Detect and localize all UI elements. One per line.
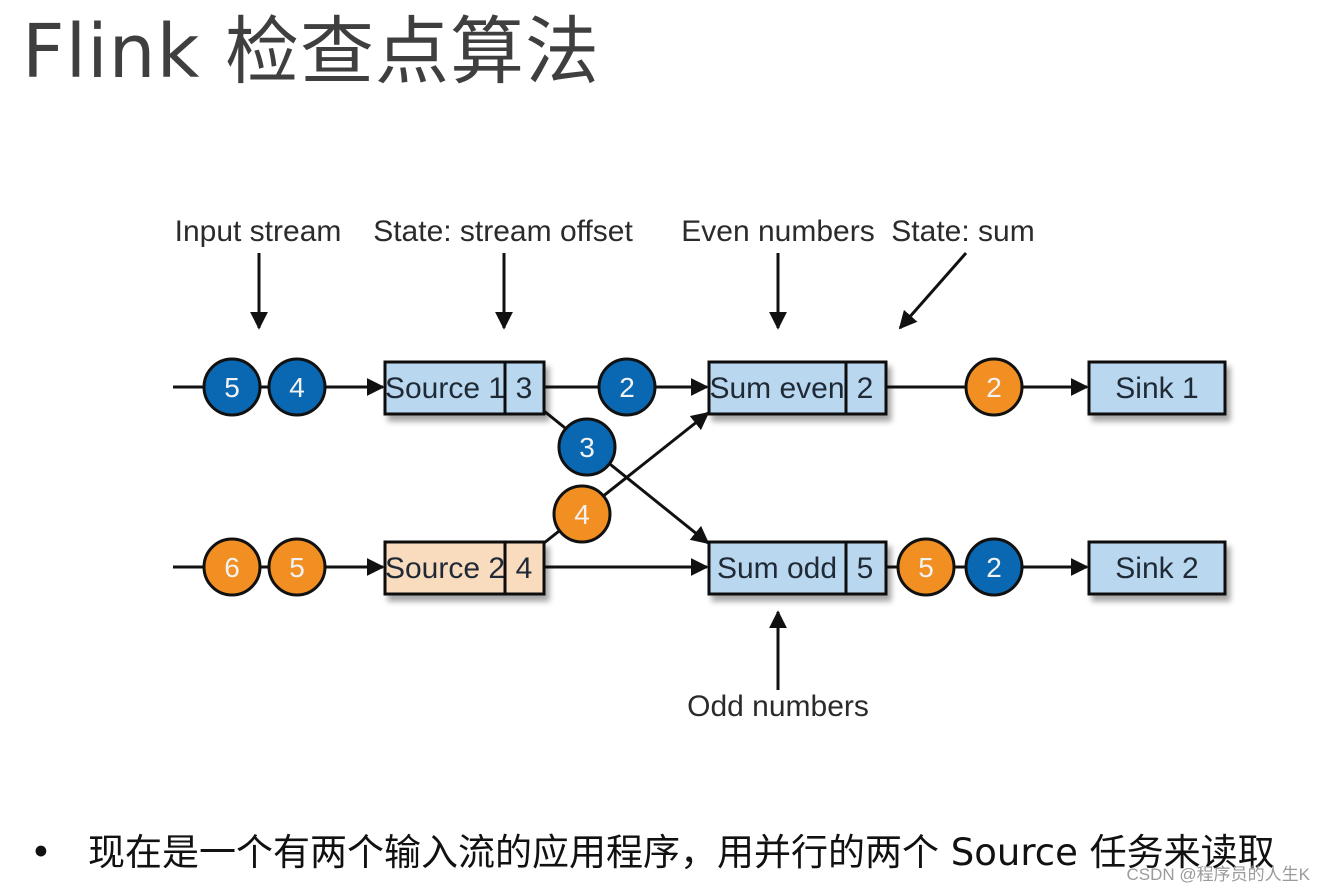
source2-state: 4 bbox=[516, 552, 533, 585]
watermark: CSDN @程序员的人生K bbox=[1126, 865, 1311, 884]
event-value: 5 bbox=[289, 552, 305, 583]
event-circle bbox=[597, 357, 657, 417]
event-s1-to-odd: 3 bbox=[557, 417, 617, 477]
node-source1 bbox=[383, 360, 546, 416]
event-input2-a: 6 bbox=[202, 537, 262, 597]
event-circle bbox=[202, 357, 262, 417]
node-sum-even bbox=[707, 360, 888, 416]
event-value: 3 bbox=[579, 432, 595, 463]
bullet-symbol: • bbox=[30, 831, 52, 874]
event-input1-a: 5 bbox=[202, 357, 262, 417]
sink2-label: Sink 2 bbox=[1115, 552, 1198, 585]
event-value: 4 bbox=[289, 372, 305, 403]
event-value: 5 bbox=[224, 372, 240, 403]
label-even-numbers: Even numbers bbox=[681, 215, 874, 248]
event-circle bbox=[964, 357, 1024, 417]
sink1-label: Sink 1 bbox=[1115, 372, 1198, 405]
node-sum-odd bbox=[707, 540, 888, 596]
event-value: 5 bbox=[918, 552, 934, 583]
node-source2 bbox=[383, 540, 546, 596]
event-s1-to-even: 2 bbox=[597, 357, 657, 417]
event-value: 2 bbox=[986, 552, 1002, 583]
page-title: Flink 检查点算法 bbox=[22, 9, 600, 95]
event-value: 6 bbox=[224, 552, 240, 583]
event-circle bbox=[267, 537, 327, 597]
bullet-item: • 现在是一个有两个输入流的应用程序，用并行的两个 Source 任务来读取 bbox=[30, 822, 1275, 876]
event-input2-b: 5 bbox=[267, 537, 327, 597]
node-sink1 bbox=[1087, 360, 1227, 416]
node-sink2 bbox=[1087, 540, 1227, 596]
event-circle bbox=[267, 357, 327, 417]
label-state-sum: State: sum bbox=[891, 215, 1034, 248]
event-input1-b: 4 bbox=[267, 357, 327, 417]
label-input-stream: Input stream bbox=[175, 215, 342, 248]
event-s2-to-even: 4 bbox=[552, 484, 612, 544]
event-circle bbox=[964, 537, 1024, 597]
sum-odd-state: 5 bbox=[857, 552, 874, 585]
event-circle bbox=[557, 417, 617, 477]
event-value: 2 bbox=[986, 372, 1002, 403]
event-circle bbox=[202, 537, 262, 597]
sum-even-state: 2 bbox=[857, 372, 874, 405]
bullet-text: 现在是一个有两个输入流的应用程序，用并行的两个 Source 任务来读取 bbox=[88, 831, 1275, 874]
source1-label: Source 1 bbox=[385, 372, 505, 405]
event-odd-to-sink2-b: 2 bbox=[964, 537, 1024, 597]
source1-state: 3 bbox=[516, 372, 533, 405]
event-circle bbox=[896, 537, 956, 597]
label-state-offset: State: stream offset bbox=[373, 215, 633, 248]
event-even-to-sink1: 2 bbox=[964, 357, 1024, 417]
sum-odd-label: Sum odd bbox=[717, 552, 837, 585]
event-odd-to-sink2-a: 5 bbox=[896, 537, 956, 597]
event-circle bbox=[552, 484, 612, 544]
source2-label: Source 2 bbox=[385, 552, 505, 585]
event-value: 2 bbox=[619, 372, 635, 403]
event-value: 4 bbox=[574, 499, 590, 530]
label-odd-numbers: Odd numbers bbox=[687, 690, 869, 723]
sum-even-label: Sum even bbox=[709, 372, 844, 405]
arrow-state-sum bbox=[898, 252, 968, 330]
